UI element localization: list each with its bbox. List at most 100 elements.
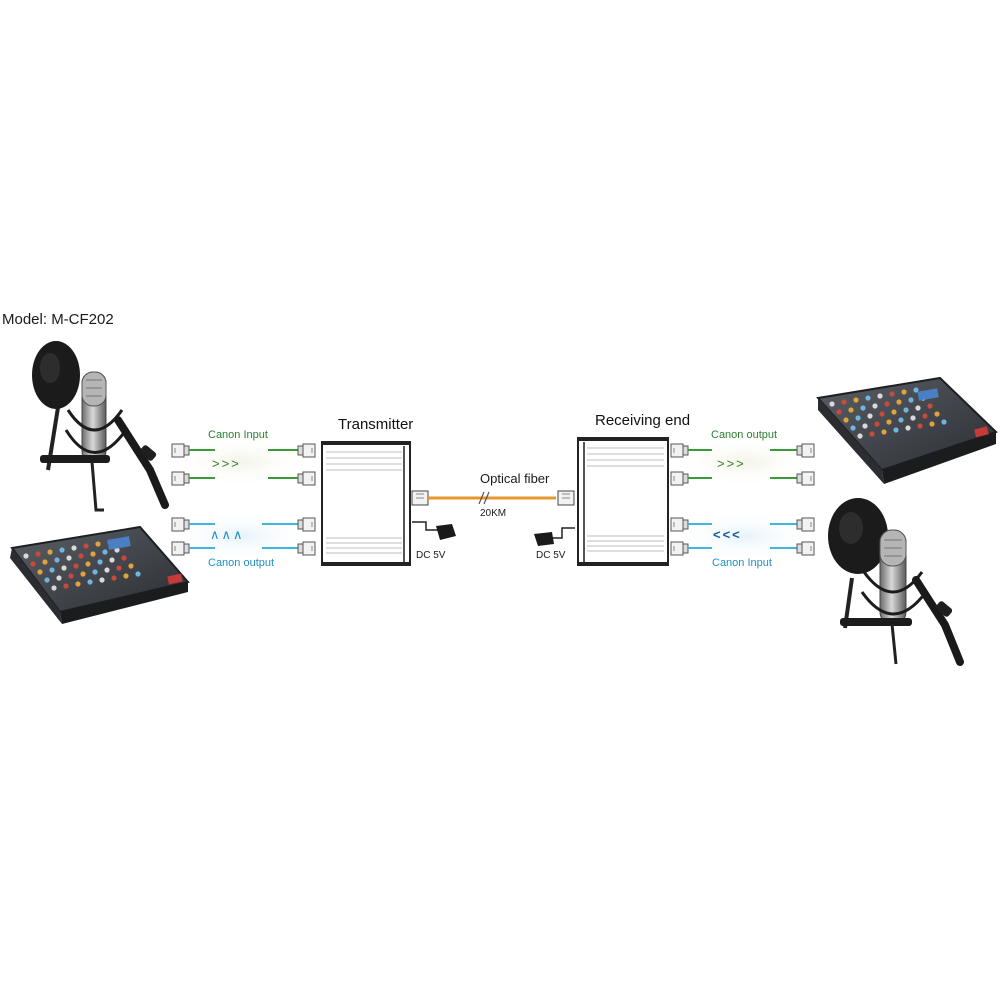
mixer-knob <box>104 567 110 573</box>
receiver-title: Receiving end <box>595 412 691 429</box>
mixer-knob <box>941 419 947 425</box>
mixer-knob <box>90 551 96 557</box>
fiber-distance: 20KM <box>480 508 507 519</box>
left-output-label: Canon output <box>208 557 275 569</box>
xlr-connector-icon <box>670 471 689 486</box>
mixer-knob <box>869 431 875 437</box>
mixer-knob <box>922 413 928 419</box>
mixer-knob <box>111 575 117 581</box>
mixer-knob <box>121 555 127 561</box>
audio-mixer-icon <box>10 525 190 624</box>
xlr-connector-icon <box>297 471 316 486</box>
mixer-knob <box>109 557 115 563</box>
mixer-knob <box>114 547 120 553</box>
receiver-unit <box>577 437 669 566</box>
mixer-knob <box>915 405 921 411</box>
mixer-knob <box>35 551 41 557</box>
power-adapter-icon <box>534 527 575 546</box>
mixer-knob <box>867 413 873 419</box>
mixer-knob <box>891 409 897 415</box>
xlr-connector-icon <box>796 471 815 486</box>
xlr-connector-icon <box>171 517 190 532</box>
mixer-knob <box>836 409 842 415</box>
mixer-knob <box>71 545 77 551</box>
audio-mixer-icon <box>816 376 998 484</box>
mixer-knob <box>85 561 91 567</box>
mixer-knob <box>97 559 103 565</box>
mixer-knob <box>886 419 892 425</box>
mixer-knob <box>75 581 81 587</box>
mixer-knob <box>905 425 911 431</box>
mixer-knob <box>44 577 50 583</box>
xlr-connector-icon <box>171 443 190 458</box>
mixer-knob <box>95 541 101 547</box>
mixer-knob <box>857 433 863 439</box>
mixer-knob <box>893 427 899 433</box>
mixer-knob <box>87 579 93 585</box>
transmitter-title: Transmitter <box>338 416 414 433</box>
mixer-knob <box>116 565 122 571</box>
mixer-knob <box>30 561 36 567</box>
mixer-knob <box>860 405 866 411</box>
right-input-arrows: <<< <box>713 527 742 542</box>
left-input-arrows: >>> <box>212 456 241 471</box>
mixer-knob <box>47 549 53 555</box>
xlr-connector-icon <box>171 471 190 486</box>
mixer-knob <box>855 415 861 421</box>
right-input-label: Canon Input <box>712 557 772 569</box>
left-input-label: Canon Input <box>208 429 268 441</box>
right-input-connectors <box>670 517 815 556</box>
mixer-knob <box>850 425 856 431</box>
mixer-knob <box>903 407 909 413</box>
mixer-knob <box>913 387 919 393</box>
xlr-connector-icon <box>796 517 815 532</box>
xlr-connector-icon <box>796 541 815 556</box>
mixer-knob <box>853 397 859 403</box>
mixer-knob <box>61 565 67 571</box>
mixer-knob <box>99 577 105 583</box>
mixer-knob <box>51 585 57 591</box>
mixer-knob <box>917 423 923 429</box>
fiber-connector-icon <box>411 490 429 506</box>
mixer-knob <box>829 401 835 407</box>
optical-fiber-line <box>428 491 556 505</box>
mixer-knob <box>56 575 62 581</box>
right-output-connectors <box>670 443 815 486</box>
xlr-connector-icon <box>297 541 316 556</box>
transmitter-unit <box>321 441 411 566</box>
mixer-knob <box>135 571 141 577</box>
mixer-knob <box>66 555 72 561</box>
mixer-knob <box>63 583 69 589</box>
power-adapter-icon <box>412 521 456 540</box>
mixer-knob <box>908 397 914 403</box>
mixer-knob <box>877 393 883 399</box>
mixer-knob <box>42 559 48 565</box>
mixer-knob <box>898 417 904 423</box>
mixer-knob <box>841 399 847 405</box>
mixer-knob <box>59 547 65 553</box>
xlr-connector-icon <box>670 541 689 556</box>
receiver-power-label: DC 5V <box>536 550 566 561</box>
mixer-knob <box>37 569 43 575</box>
mixer-knob <box>927 403 933 409</box>
mixer-knob <box>848 407 854 413</box>
mixer-knob <box>889 391 895 397</box>
mixer-knob <box>49 567 55 573</box>
xlr-connector-icon <box>796 443 815 458</box>
mixer-knob <box>92 569 98 575</box>
mixer-knob <box>884 401 890 407</box>
mixer-knob <box>934 411 940 417</box>
model-label: Model: M-CF202 <box>2 311 114 328</box>
left-input-connectors <box>171 443 316 486</box>
xlr-connector-icon <box>670 443 689 458</box>
mixer-knob <box>73 563 79 569</box>
glow-right-input <box>670 510 820 562</box>
mixer-knob <box>102 549 108 555</box>
mixer-knob <box>881 429 887 435</box>
microphone-icon <box>32 341 169 512</box>
xlr-connector-icon <box>171 541 190 556</box>
left-output-connectors <box>171 517 316 556</box>
mixer-knob <box>68 573 74 579</box>
right-output-label: Canon output <box>711 429 778 441</box>
